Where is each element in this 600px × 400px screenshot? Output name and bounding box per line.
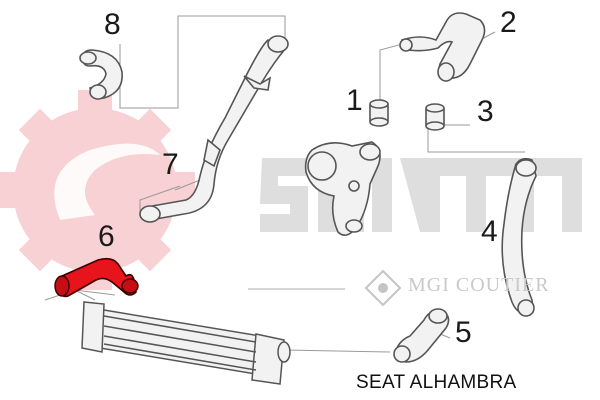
callout-1: 1 — [346, 84, 363, 117]
part-8-elbow-hose — [79, 49, 123, 100]
part-2-bent-hose — [399, 12, 486, 82]
callout-3: 3 — [477, 95, 494, 128]
part-3-coupling — [425, 103, 445, 131]
callout-4: 4 — [481, 215, 498, 248]
callout-6: 6 — [98, 220, 115, 253]
intercooler — [81, 301, 291, 385]
part-4-long-hose — [501, 157, 537, 317]
callout-5: 5 — [455, 316, 472, 349]
part-5-lower-hose — [393, 308, 450, 363]
watermark-brand-text: MGI COUTIER — [408, 274, 550, 296]
part-7-long-pipe — [139, 35, 289, 223]
callout-8: 8 — [104, 8, 121, 41]
callout-7: 7 — [162, 148, 179, 181]
callout-2: 2 — [500, 6, 517, 39]
vehicle-caption: SEAT ALHAMBRA — [356, 372, 517, 393]
part-6-highlighted-hose — [54, 257, 139, 298]
part-1-coupling — [369, 99, 389, 127]
watermark-brand-emblem — [248, 269, 402, 307]
throttle-housing — [304, 141, 381, 236]
